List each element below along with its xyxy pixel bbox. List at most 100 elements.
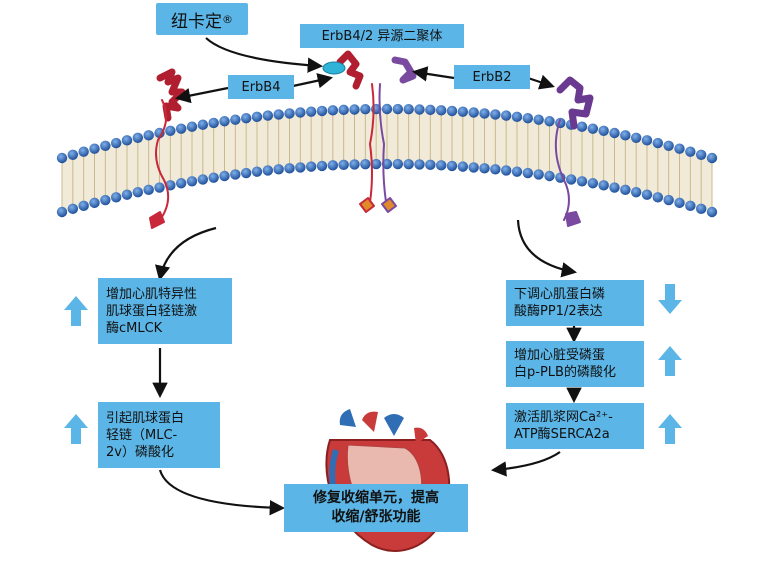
erbb2-text: ErbB2 [472, 69, 512, 85]
lipid-head [100, 140, 111, 152]
left-step-2-line-1: 引起肌球蛋白 [106, 410, 185, 426]
lipid-head [403, 159, 414, 170]
lipid-head [262, 110, 274, 121]
lipid-head [685, 146, 696, 157]
lipid-head [468, 162, 479, 173]
direction-arrows [64, 284, 682, 444]
lipid-head [457, 161, 469, 172]
lipid-head [100, 194, 111, 206]
cell-membrane [56, 103, 718, 218]
lipid-head [706, 152, 718, 164]
lipid-head [522, 167, 534, 179]
drug-name: 纽卡定 [171, 11, 222, 32]
lipid-head [490, 109, 501, 120]
lipid-head [609, 182, 620, 193]
lipid-head [175, 123, 187, 134]
lipid-head [110, 192, 122, 203]
right-step-2-line-1: 增加心脏受磷蛋 [514, 348, 606, 363]
lipid-head [598, 180, 609, 191]
right-step-2-box: 增加心脏受磷蛋 白p-PLB的磷酸化 [506, 341, 644, 387]
right-step-1-line-1: 下调心肌蛋白磷 [514, 287, 606, 302]
right-step-1-box: 下调心肌蛋白磷 酸酶PP1/2表达 [506, 280, 644, 326]
erbb4-label: ErbB4 [228, 75, 294, 99]
lipid-head [500, 110, 512, 121]
ligand-oval [322, 61, 346, 75]
lipid-head [479, 163, 490, 174]
lipid-head [132, 132, 144, 144]
lipid-head [327, 105, 339, 116]
lipid-head [435, 105, 447, 116]
lipid-head [457, 106, 469, 117]
lipid-head [360, 104, 371, 115]
lipid-head [284, 163, 295, 174]
lipid-head [110, 137, 122, 149]
lipid-head [197, 174, 209, 185]
lipid-head [197, 119, 209, 130]
lipid-head [338, 104, 349, 116]
dimer-text: ErbB4/2 异源二聚体 [321, 28, 443, 44]
lipid-head [175, 178, 187, 189]
lipid-head [67, 203, 79, 215]
lipid-head [674, 143, 685, 154]
erbb4-text: ErbB4 [241, 79, 281, 95]
left-step-2-line-2: 轻链（MLC- [106, 427, 178, 443]
flow-arrows [152, 37, 582, 516]
lipid-head [425, 104, 436, 116]
erbb2-receptor-right [554, 76, 594, 227]
lipid-head [630, 132, 642, 144]
lipid-head [316, 105, 328, 117]
right-step-1-line-2: 酸酶PP1/2表达 [514, 304, 603, 319]
lipid-head [511, 111, 523, 123]
right-step-3-box: 激活肌浆网Ca²⁺- ATP酶SERCA2a [506, 403, 644, 449]
drug-label: 纽卡定® [156, 3, 248, 35]
lipid-head [230, 114, 241, 125]
lipid-head [316, 160, 328, 172]
left-step-1-line-3: 酶cMLCK [106, 320, 163, 336]
erbb2-label: ErbB2 [454, 65, 530, 89]
lipid-head [89, 197, 100, 209]
lipid-head [240, 113, 252, 124]
arrow-up-icon [658, 346, 682, 376]
lipid-head [305, 161, 317, 172]
lipid-head [544, 116, 555, 127]
result-box: 修复收缩单元，提高 收缩/舒张功能 [284, 484, 468, 532]
lipid-head [392, 158, 404, 170]
lipid-head [284, 108, 295, 119]
left-step-2-line-3: 2v）磷酸化 [106, 444, 174, 460]
lipid-head [121, 189, 133, 200]
lipid-head [403, 104, 414, 115]
lipid-head [479, 108, 490, 119]
lipid-head [165, 125, 176, 136]
lipid-head [609, 127, 620, 139]
lipid-head [706, 206, 718, 218]
lipid-head [381, 158, 393, 170]
lipid-head [186, 121, 198, 132]
lipid-head [154, 127, 165, 139]
lipid-head [663, 140, 674, 152]
lipid-head [143, 130, 154, 141]
lipid-head [186, 176, 198, 187]
lipid-head [425, 159, 436, 171]
lipid-head [533, 169, 544, 180]
lipid-head [349, 104, 360, 115]
lipid-head [468, 107, 479, 118]
lipid-head [652, 192, 664, 203]
left-step-2-box: 引起肌球蛋白 轻链（MLC- 2v）磷酸化 [98, 402, 220, 468]
lipid-head [251, 166, 263, 177]
lipid-head [78, 146, 89, 157]
arrow-up-icon [64, 414, 88, 444]
lipid-head [251, 111, 263, 123]
lipid-head [219, 116, 230, 127]
lipid-head [685, 200, 696, 212]
lipid-head [132, 187, 144, 198]
registered-mark: ® [222, 12, 233, 26]
lipid-head [663, 194, 674, 206]
lipid-head [544, 170, 555, 182]
lipid-head [230, 169, 241, 180]
lipid-head [641, 189, 653, 200]
lipid-head [598, 125, 609, 136]
lipid-head [446, 160, 458, 172]
lipid-head [89, 143, 100, 154]
lipid-head [56, 206, 68, 218]
left-step-1-line-2: 肌球蛋白轻链激 [106, 303, 198, 319]
